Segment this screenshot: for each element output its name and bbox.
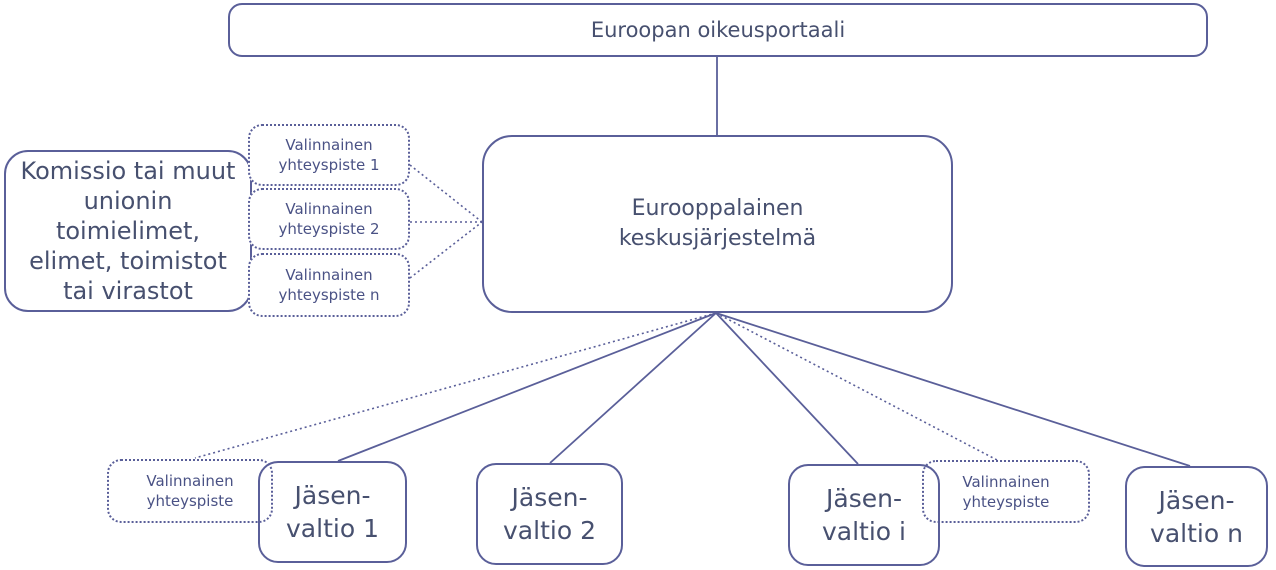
jvn-line2: valtio n	[1150, 518, 1243, 548]
ocpn-line1: Valinnainen	[285, 266, 373, 284]
jvi-line1: Jäsen-	[826, 484, 902, 513]
connector-central-msocp-left	[194, 312, 717, 459]
member-state-n-box: Jäsen- valtio n	[1125, 466, 1268, 567]
jv1-line2: valtio 1	[286, 514, 379, 543]
commission-line: elimet, toimistot	[29, 247, 227, 275]
portal-box: Euroopan oikeusportaali	[228, 3, 1208, 57]
connector-central-jv2	[549, 312, 717, 464]
member-optional-contact-point-right-box: Valinnainen yhteyspiste	[922, 460, 1090, 523]
jv2-line1: Jäsen-	[511, 483, 588, 512]
central-system-box: Eurooppalainen keskusjärjestelmä	[482, 135, 953, 313]
msocp-right-line2: yhteyspiste	[962, 492, 1050, 511]
commission-box: Komissio tai muut unionin toimielimet, e…	[4, 150, 252, 312]
member-state-1-box: Jäsen- valtio 1	[258, 461, 407, 563]
msocp-left-line2: yhteyspiste	[146, 492, 234, 510]
commission-line: toimielimet,	[55, 217, 201, 245]
jv2-line2: valtio 2	[503, 516, 596, 545]
ocp1-line2: yhteyspiste 1	[278, 156, 380, 174]
member-state-2-box: Jäsen- valtio 2	[476, 463, 623, 565]
member-state-i-box: Jäsen- valtio i	[788, 464, 940, 566]
central-line1: Eurooppalainen	[631, 196, 804, 221]
member-optional-contact-point-left-box: Valinnainen yhteyspiste	[107, 459, 273, 523]
jvi-line2: valtio i	[822, 517, 906, 546]
optional-contact-point-2-box: Valinnainen yhteyspiste 2	[248, 188, 410, 250]
connector-ocp1-central	[409, 164, 483, 223]
msocp-right-line1: Valinnainen	[962, 472, 1050, 491]
connector-central-jvi	[715, 312, 859, 465]
msocp-left-line1: Valinnainen	[146, 472, 234, 490]
ocp2-line1: Valinnainen	[285, 200, 373, 218]
commission-line: tai virastot	[63, 277, 193, 305]
optional-contact-point-n-box: Valinnainen yhteyspiste n	[248, 253, 410, 317]
commission-line: Komissio tai muut	[20, 157, 236, 185]
ocp2-line2: yhteyspiste 2	[278, 220, 380, 238]
optional-contact-point-1-box: Valinnainen yhteyspiste 1	[248, 124, 410, 186]
commission-line: unionin	[83, 187, 173, 215]
ocpn-line2: yhteyspiste n	[278, 286, 380, 304]
connector-central-jv1	[337, 312, 717, 462]
connector-central-jvn	[715, 312, 1191, 467]
jv1-line1: Jäsen-	[294, 481, 371, 510]
ocp1-line1: Valinnainen	[285, 136, 373, 154]
connector-central-msocp-right	[715, 312, 998, 461]
jvn-line1: Jäsen-	[1158, 485, 1235, 515]
central-line2: keskusjärjestelmä	[618, 226, 817, 251]
portal-label: Euroopan oikeusportaali	[590, 18, 846, 42]
connector-ocpn-central	[409, 221, 483, 279]
